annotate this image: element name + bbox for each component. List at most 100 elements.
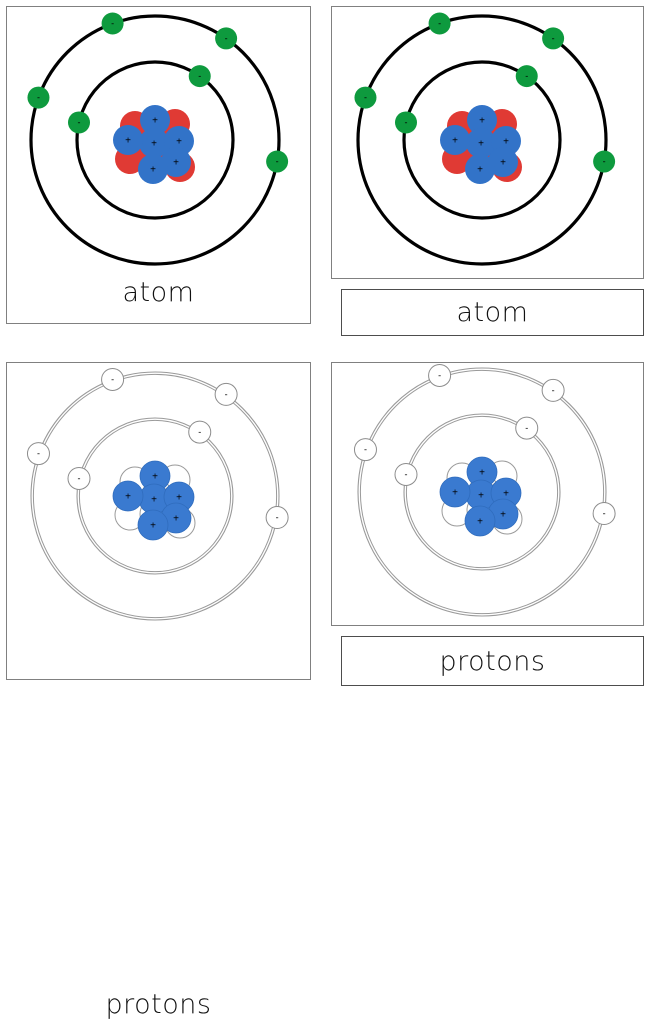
- card-protons-picture-only[interactable]: + + + + + + - - - - - -: [331, 362, 644, 626]
- svg-text:+: +: [125, 136, 131, 147]
- atom-diagram-protons-highlighted: + + + + + + - - - - - -: [353, 363, 616, 617]
- svg-text:-: -: [438, 18, 441, 28]
- electron: -: [592, 502, 616, 526]
- svg-text:+: +: [503, 489, 509, 500]
- outer-orbit: [356, 14, 608, 266]
- svg-text:+: +: [452, 136, 458, 147]
- proton: +: [139, 128, 169, 158]
- outer-orbit: [29, 14, 281, 266]
- svg-text:+: +: [479, 116, 485, 127]
- svg-text:+: +: [150, 165, 156, 176]
- svg-text:+: +: [173, 158, 179, 169]
- label-box-atom[interactable]: atom: [341, 289, 644, 336]
- electron: -: [354, 86, 377, 109]
- atom-diagram-colored: + + + + + + - - - - - -: [27, 12, 289, 266]
- proton: +: [161, 147, 191, 177]
- svg-text:+: +: [479, 468, 485, 479]
- inner-orbit: [76, 417, 234, 575]
- svg-text:-: -: [77, 117, 80, 127]
- proton: +: [440, 125, 470, 155]
- svg-text:+: +: [173, 514, 179, 525]
- label-box-text-protons: protons: [439, 645, 546, 677]
- atom-diagram-colored: ++++++------: [354, 12, 616, 266]
- svg-text:+: +: [176, 493, 182, 504]
- svg-text:-: -: [525, 423, 528, 433]
- svg-text:-: -: [198, 427, 201, 437]
- electron: -: [26, 442, 50, 466]
- electron: -: [101, 12, 124, 35]
- svg-text:+: +: [125, 492, 131, 503]
- svg-text:+: +: [150, 521, 156, 532]
- proton: +: [137, 509, 169, 541]
- atom-diagram-protons-highlighted: ++++++------: [26, 367, 289, 621]
- svg-text:-: -: [552, 33, 555, 43]
- label-box-protons[interactable]: protons: [341, 636, 644, 686]
- proton: +: [466, 128, 496, 158]
- electron: -: [515, 65, 538, 88]
- card-atom-with-label[interactable]: + + + + + + - - - - - - atom: [6, 6, 311, 324]
- proton: +: [467, 105, 497, 135]
- svg-text:+: +: [152, 472, 158, 483]
- electron: -: [67, 466, 91, 490]
- electron: -: [353, 438, 377, 462]
- svg-text:-: -: [364, 445, 367, 455]
- svg-text:+: +: [152, 116, 158, 127]
- electron: -: [542, 27, 565, 50]
- svg-text:+: +: [477, 517, 483, 528]
- electron: -: [394, 462, 418, 486]
- proton: +: [112, 480, 144, 512]
- svg-text:-: -: [276, 513, 279, 523]
- svg-text:-: -: [77, 473, 80, 483]
- proton: +: [439, 476, 471, 508]
- svg-text:-: -: [438, 370, 441, 380]
- svg-text:-: -: [603, 157, 606, 167]
- electron: -: [188, 420, 212, 444]
- proton: +: [113, 125, 143, 155]
- electron: -: [265, 506, 289, 530]
- proton: +: [138, 154, 168, 184]
- nomenclature-card-sheet: ++++++------ atom ++++++------ atom ++++…: [6, 6, 644, 1018]
- electron: -: [515, 416, 539, 440]
- card-label-atom: atom: [122, 277, 195, 308]
- svg-text:+: +: [176, 137, 182, 148]
- svg-text:-: -: [364, 93, 367, 103]
- svg-text:-: -: [525, 71, 528, 81]
- svg-text:-: -: [37, 93, 40, 103]
- svg-text:-: -: [37, 449, 40, 459]
- electron: -: [67, 111, 90, 134]
- svg-text:+: +: [500, 158, 506, 169]
- electron: -: [428, 363, 452, 387]
- proton: +: [488, 147, 518, 177]
- svg-text:+: +: [452, 488, 458, 499]
- inner-orbit: [402, 60, 562, 220]
- inner-orbit: [403, 413, 561, 571]
- inner-orbit: [75, 60, 235, 220]
- svg-text:+: +: [500, 510, 506, 521]
- electron: -: [541, 378, 565, 402]
- svg-text:-: -: [198, 71, 201, 81]
- svg-text:+: +: [478, 491, 484, 502]
- svg-text:-: -: [225, 33, 228, 43]
- card-protons-with-label[interactable]: ++++++------ protons: [6, 362, 311, 1018]
- svg-text:+: +: [151, 139, 157, 150]
- electron: -: [593, 150, 616, 173]
- svg-text:-: -: [404, 469, 407, 479]
- electron: -: [215, 27, 238, 50]
- card-atom-picture-only[interactable]: ++++++------: [331, 6, 644, 279]
- svg-text:-: -: [552, 385, 555, 395]
- svg-text:-: -: [111, 374, 114, 384]
- outer-orbit: [30, 371, 280, 621]
- svg-text:-: -: [111, 18, 114, 28]
- electron: -: [428, 12, 451, 35]
- svg-text:+: +: [503, 137, 509, 148]
- electron: -: [101, 367, 125, 391]
- label-box-text-atom: atom: [456, 297, 529, 328]
- svg-text:-: -: [603, 509, 606, 519]
- electron: -: [394, 111, 417, 134]
- svg-text:-: -: [276, 157, 279, 167]
- card-label-protons: protons: [105, 989, 212, 1020]
- svg-text:+: +: [478, 139, 484, 150]
- electron: -: [188, 65, 211, 88]
- electron: -: [214, 382, 238, 406]
- svg-text:-: -: [404, 117, 407, 127]
